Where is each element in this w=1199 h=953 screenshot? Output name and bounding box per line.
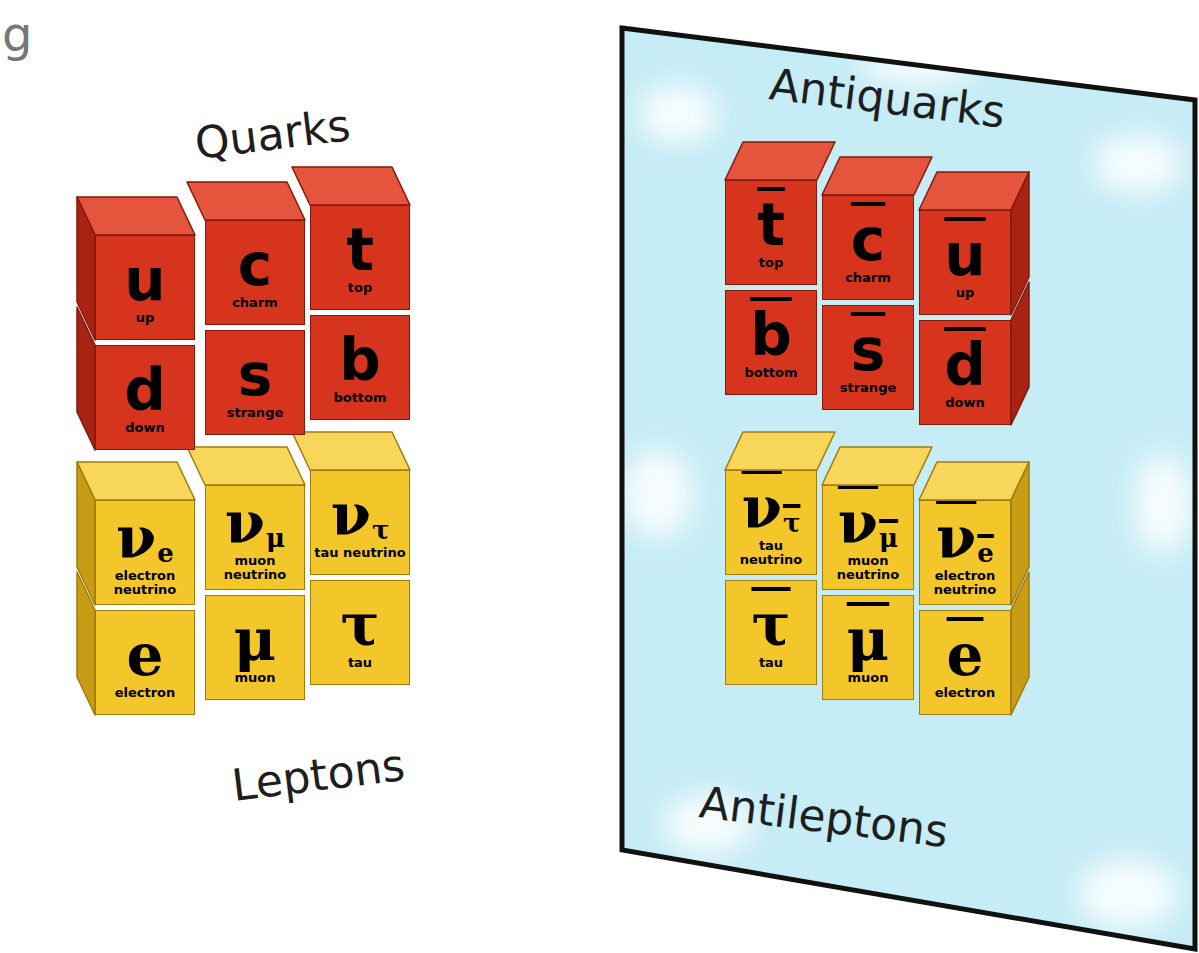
cube-face [77, 197, 95, 340]
particle-symbol: τ [340, 596, 379, 654]
particle-name: tau neutrino [311, 546, 409, 560]
quark-cube: t top [310, 205, 410, 310]
particle-name: electron neutrino [96, 569, 194, 596]
quark-cube: s strange [822, 305, 914, 410]
cube-face [187, 182, 305, 220]
cube-face [1011, 462, 1029, 605]
particle-name: charm [823, 271, 913, 285]
group-label: Quarks [192, 99, 353, 169]
particle-symbol: t [346, 221, 374, 279]
cube-face [822, 447, 932, 485]
particle-name: electron [920, 686, 1010, 700]
particle-name: tau [726, 656, 816, 670]
particle-symbol: μ [847, 611, 889, 669]
mirror-panel: AntiquarksAntileptonsttopccharmuupbbotto… [618, 24, 1199, 953]
particle-name: muon [206, 671, 304, 685]
cube-face [822, 157, 932, 195]
lepton-cube: τ tau [310, 580, 410, 685]
particle-name: charm [206, 296, 304, 310]
lepton-cube: e electron [919, 610, 1011, 715]
lepton-cube: νeelectron neutrino [95, 500, 195, 605]
cube-face [919, 172, 1029, 210]
particle-name: down [96, 421, 194, 435]
quark-cube: d down [919, 320, 1011, 425]
lepton-cube: ντ tau neutrino [310, 470, 410, 575]
particle-symbol: e [947, 626, 984, 684]
particle-symbol: νe [936, 509, 994, 567]
particle-symbol: τ [751, 596, 790, 654]
quark-cube: u up [919, 210, 1011, 315]
particle-symbol: c [238, 236, 272, 294]
cube-face [187, 447, 305, 485]
quark-cube: b bottom [725, 290, 817, 395]
lepton-cube: νμmuon neutrino [822, 485, 914, 590]
particle-symbol: ντ [742, 479, 801, 537]
particle-name: down [920, 396, 1010, 410]
particle-name: top [726, 256, 816, 270]
particle-name: muon neutrino [823, 554, 913, 581]
particle-symbol: t [757, 196, 785, 254]
quark-cube: t top [725, 180, 817, 285]
cropped-letter: g [2, 6, 32, 62]
particle-name: bottom [311, 391, 409, 405]
particle-name: muon neutrino [206, 554, 304, 581]
particle-name: bottom [726, 366, 816, 380]
particle-name: tau neutrino [726, 539, 816, 566]
cube-face [77, 462, 195, 500]
cube-face [292, 432, 410, 470]
particle-symbol: e [127, 626, 164, 684]
particle-name: muon [823, 671, 913, 685]
lepton-cube: νμmuon neutrino [205, 485, 305, 590]
quark-cube: u up [95, 235, 195, 340]
cube-face [292, 167, 410, 205]
particle-name: top [311, 281, 409, 295]
quark-cube: d down [95, 345, 195, 450]
particle-symbol: s [851, 321, 886, 379]
cube-face [919, 462, 1029, 500]
particle-symbol: b [339, 331, 381, 389]
particle-symbol: νμ [225, 494, 285, 552]
particle-symbol: νe [116, 509, 174, 567]
particle-symbol: c [851, 211, 885, 269]
particle-name: up [920, 286, 1010, 300]
particle-name: electron neutrino [920, 569, 1010, 596]
lepton-cube: μ muon [205, 595, 305, 700]
cube-face [77, 462, 95, 605]
particle-symbol: ντ [331, 486, 390, 544]
particle-name: tau [311, 656, 409, 670]
particle-symbol: d [944, 336, 986, 394]
particle-symbol: b [750, 306, 792, 364]
particle-symbol: μ [234, 611, 276, 669]
quark-cube: s strange [205, 330, 305, 435]
lepton-cube: ντtau neutrino [725, 470, 817, 575]
particle-symbol: νμ [838, 494, 898, 552]
particle-name: electron [96, 686, 194, 700]
lepton-cube: μ muon [822, 595, 914, 700]
quark-cube: c charm [822, 195, 914, 300]
lepton-cube: νeelectron neutrino [919, 500, 1011, 605]
quark-cube: b bottom [310, 315, 410, 420]
lepton-cube: e electron [95, 610, 195, 715]
quark-cube: c charm [205, 220, 305, 325]
lepton-cube: τ tau [725, 580, 817, 685]
particle-symbol: u [944, 226, 985, 284]
cube-face [725, 432, 835, 470]
cube-face [725, 142, 835, 180]
particle-symbol: d [124, 361, 166, 419]
cube-face [77, 197, 195, 235]
particle-name: strange [823, 381, 913, 395]
particle-symbol: s [238, 346, 273, 404]
particle-symbol: u [124, 251, 165, 309]
particle-name: strange [206, 406, 304, 420]
particle-name: up [96, 311, 194, 325]
group-label: Leptons [229, 739, 408, 811]
cube-face [1011, 172, 1029, 315]
